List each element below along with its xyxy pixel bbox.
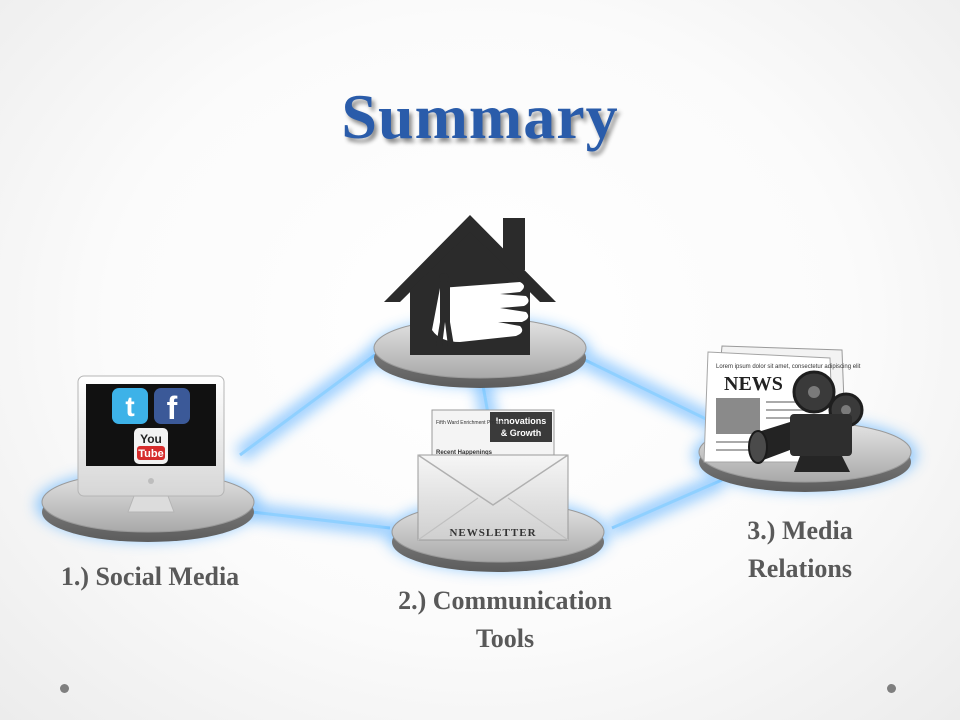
newsletter-envelope-icon: Innovations & Growth Fifth Ward Enrichme…: [417, 409, 569, 541]
svg-text:NEWSLETTER: NEWSLETTER: [449, 527, 536, 539]
page-title: Summary: [341, 81, 619, 152]
corner-dot-left: [60, 684, 69, 693]
svg-text:t: t: [125, 391, 134, 422]
svg-text:Recent Happenings: Recent Happenings: [436, 450, 493, 456]
svg-text:& Growth: & Growth: [501, 428, 542, 438]
media-relations-label: 3.) Media Relations: [747, 516, 853, 583]
svg-text:f: f: [167, 390, 178, 426]
svg-text:You: You: [140, 432, 162, 446]
communication-tools-label: 2.) Communication Tools: [398, 586, 612, 653]
computer-monitor-icon: t f You Tube: [77, 375, 225, 513]
svg-text:NEWS: NEWS: [724, 373, 783, 395]
corner-dot-right: [887, 684, 896, 693]
facebook-icon: f: [154, 388, 190, 426]
house-icon: [384, 215, 556, 355]
svg-text:Innovations: Innovations: [496, 416, 547, 426]
svg-text:Fifth Ward Enrichment Program: Fifth Ward Enrichment Program: [436, 420, 506, 426]
twitter-icon: t: [112, 388, 148, 424]
svg-text:Lorem ipsum dolor sit amet, co: Lorem ipsum dolor sit amet, consectetur …: [716, 364, 861, 370]
social-media-label: 1.) Social Media: [60, 562, 240, 591]
youtube-icon: You Tube: [134, 428, 168, 464]
svg-text:Tube: Tube: [138, 448, 163, 460]
movie-camera-icon: [748, 370, 864, 472]
